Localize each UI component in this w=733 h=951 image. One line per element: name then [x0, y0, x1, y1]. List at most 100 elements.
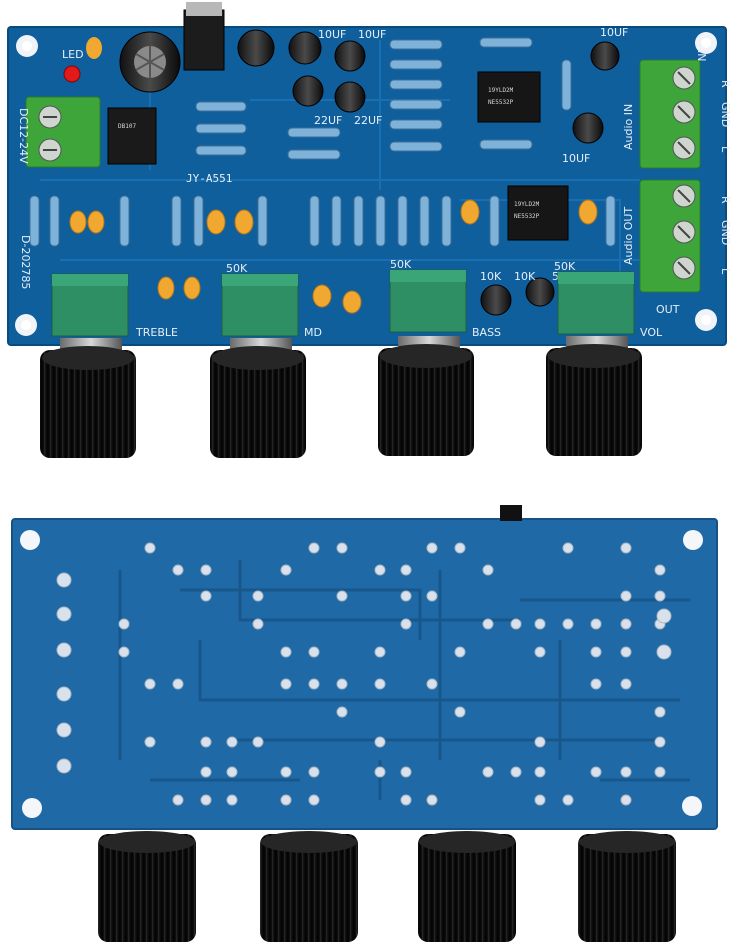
back-mounting-holes	[20, 530, 703, 818]
rectifier-text: DB107	[118, 123, 136, 130]
solder-pad	[482, 564, 494, 576]
solder-pad	[56, 758, 72, 774]
solder-pad	[654, 736, 666, 748]
solder-pad	[534, 766, 546, 778]
solder-pad	[280, 564, 292, 576]
solder-pad	[374, 678, 386, 690]
pot-treble	[51, 273, 129, 337]
solder-pad	[654, 590, 666, 602]
cap-label-7: 10K	[480, 270, 502, 283]
solder-pad	[654, 766, 666, 778]
opamp-chip-1: 19YLD2M NE5532P	[477, 71, 541, 123]
solder-pad	[172, 564, 184, 576]
solder-pad	[562, 794, 574, 806]
solder-pad	[562, 618, 574, 630]
solder-pad	[374, 736, 386, 748]
solder-pad	[308, 794, 320, 806]
solder-pad	[172, 794, 184, 806]
cap-label-5: 10UF	[600, 26, 628, 39]
pot-value-2: 50K	[390, 258, 412, 271]
front-pcb	[7, 26, 727, 346]
audio-in-terminal	[639, 59, 701, 169]
solder-pad	[200, 590, 212, 602]
solder-pad	[252, 590, 264, 602]
solder-pad	[374, 766, 386, 778]
solder-pad	[654, 706, 666, 718]
knob-treble	[40, 338, 136, 458]
solder-pad	[252, 736, 264, 748]
pot-bass	[389, 269, 467, 333]
solder-pads	[56, 542, 672, 806]
ceramic-capacitors	[69, 199, 598, 314]
front-board: LED DC12-24V DB107 1	[7, 2, 732, 458]
solder-pad	[400, 590, 412, 602]
cap-label-4: 22UF	[354, 114, 382, 127]
voltage-regulator	[183, 9, 225, 71]
solder-pad	[482, 766, 494, 778]
audio-in-label: Audio IN	[622, 104, 635, 150]
solder-pad	[534, 618, 546, 630]
solder-pad	[374, 646, 386, 658]
power-terminal	[25, 96, 101, 168]
solder-pad	[280, 766, 292, 778]
solder-pad	[482, 618, 494, 630]
chip2-line1: 19YLD2M	[514, 201, 540, 208]
solder-pad	[308, 646, 320, 658]
knob-bass	[378, 336, 474, 456]
solder-pad	[426, 678, 438, 690]
pot-label-mid: MD	[304, 326, 322, 339]
solder-pad	[336, 678, 348, 690]
led-indicator	[63, 65, 81, 83]
solder-pad	[200, 794, 212, 806]
bridge-rectifier	[107, 107, 157, 165]
cap-label-1: 10UF	[318, 28, 346, 41]
solder-pad	[562, 542, 574, 554]
solder-pad	[426, 794, 438, 806]
pot-label-volume: VOL	[640, 326, 663, 339]
solder-pad	[226, 766, 238, 778]
pot-value-3: 50K	[554, 260, 576, 273]
solder-pad	[590, 678, 602, 690]
solder-pad	[534, 736, 546, 748]
solder-pad	[620, 618, 632, 630]
solder-pad	[280, 646, 292, 658]
top-electrolytic-capacitors	[237, 29, 620, 316]
solder-pad	[590, 766, 602, 778]
in-label: IN	[695, 50, 708, 61]
chip1-line2: NE5532P	[488, 99, 514, 106]
solder-pad	[510, 618, 522, 630]
back-pcb	[11, 518, 718, 830]
solder-pad	[656, 644, 672, 660]
cap-label-3: 22UF	[314, 114, 342, 127]
solder-pad	[118, 646, 130, 658]
solder-pad	[144, 736, 156, 748]
front-mounting-holes	[15, 32, 717, 336]
solder-pad	[426, 590, 438, 602]
solder-pad	[620, 794, 632, 806]
solder-pad	[56, 722, 72, 738]
pot-volume	[557, 271, 635, 335]
solder-pad	[144, 542, 156, 554]
solder-pad	[336, 542, 348, 554]
solder-pad	[200, 564, 212, 576]
solder-pad	[454, 706, 466, 718]
solder-pad	[400, 618, 412, 630]
board-id-label: JY-A551	[186, 172, 232, 185]
solder-pad	[400, 766, 412, 778]
out-terminal-label-1: R	[719, 196, 732, 204]
out-terminal-label-3: L	[719, 268, 732, 275]
knob-volume	[546, 336, 642, 456]
audio-out-label: Audio OUT	[622, 207, 635, 265]
out-label: OUT	[656, 303, 680, 316]
solder-pad	[144, 678, 156, 690]
pot-value-1: 50K	[226, 262, 248, 275]
back-knob-mid	[260, 831, 358, 942]
regulator-tab	[500, 505, 522, 521]
led-label: LED	[62, 48, 84, 61]
solder-pad	[400, 794, 412, 806]
solder-pad	[654, 564, 666, 576]
solder-pad	[374, 564, 386, 576]
pot-label-bass: BASS	[472, 326, 501, 339]
solder-pad	[308, 542, 320, 554]
